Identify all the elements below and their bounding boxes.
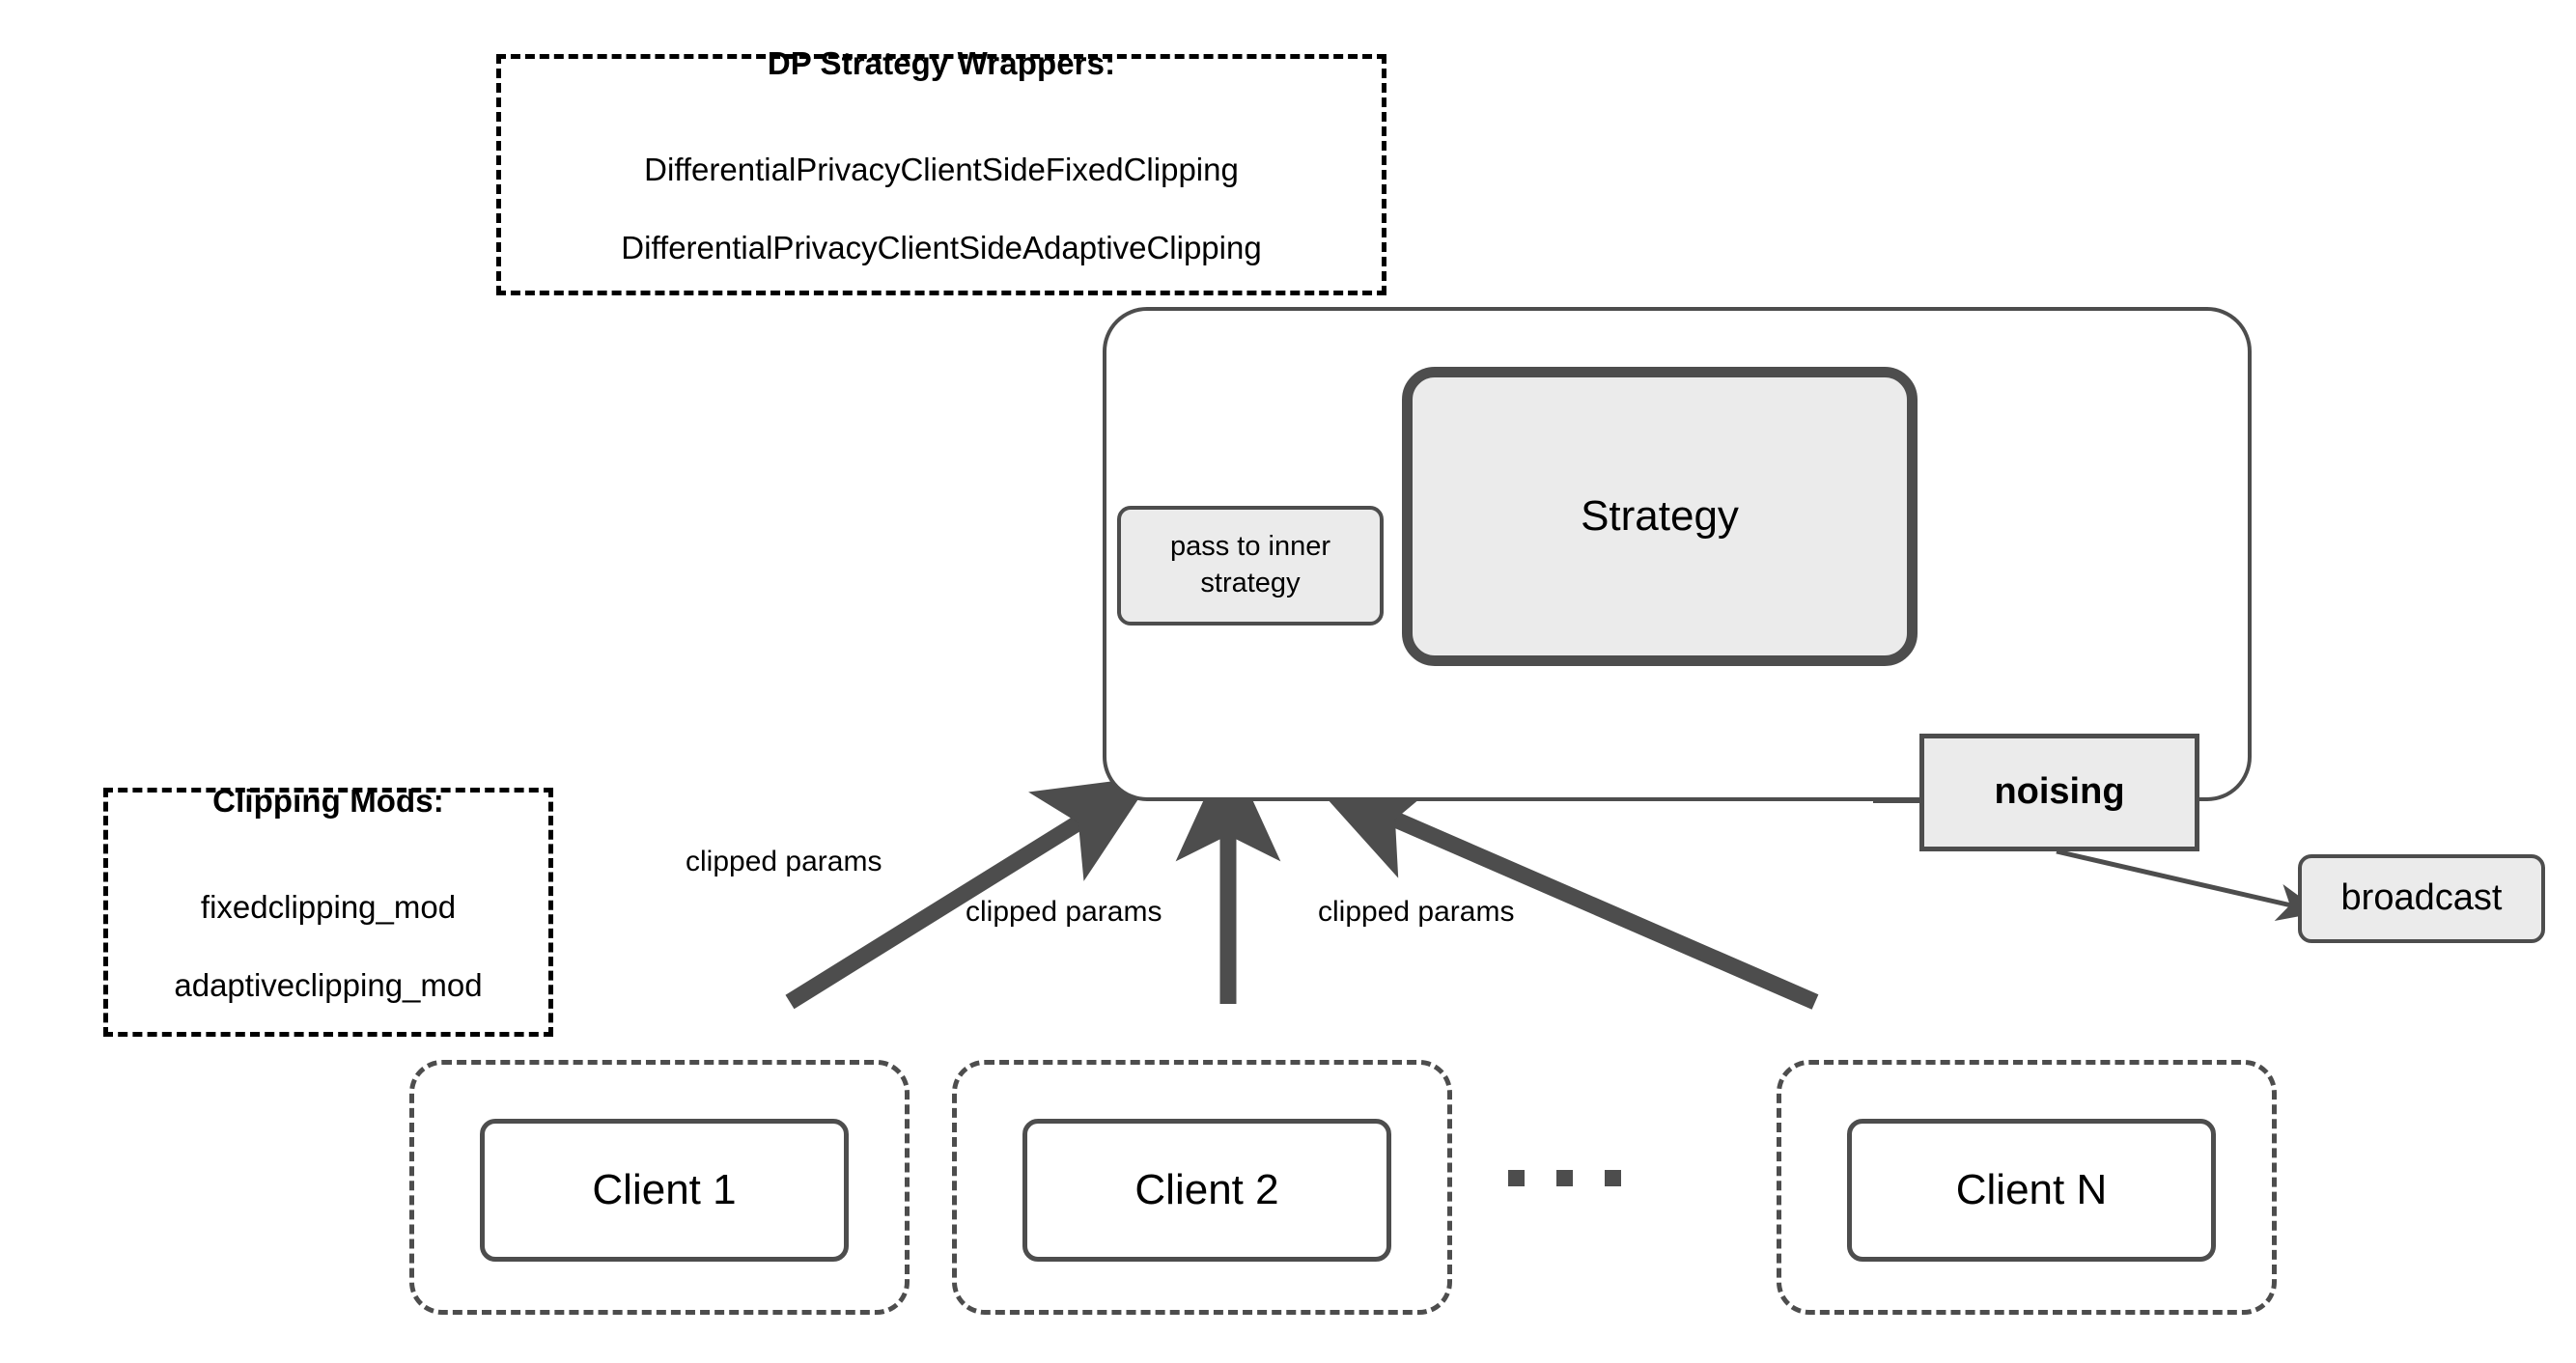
clipping-mod-item-adaptive: adaptiveclipping_mod bbox=[174, 966, 483, 1003]
edge-noising-to-broadcast bbox=[2056, 848, 2321, 921]
strategy-node[interactable]: Strategy bbox=[1402, 367, 1918, 666]
client-node-n[interactable]: Client N bbox=[1847, 1119, 2216, 1262]
client-node-2[interactable]: Client 2 bbox=[1022, 1119, 1391, 1262]
ellipsis-dot-1 bbox=[1508, 1170, 1525, 1186]
dp-wrapper-item-adaptive: DifferentialPrivacyClientSideAdaptiveCli… bbox=[621, 229, 1262, 265]
dp-strategy-wrappers-title: DP Strategy Wrappers: bbox=[767, 44, 1116, 81]
clipping-mod-item-fixed: fixedclipping_mod bbox=[200, 889, 457, 926]
client-label-1: Client 1 bbox=[592, 1165, 737, 1213]
broadcast-node[interactable]: broadcast bbox=[2298, 854, 2545, 943]
edge-label-clipped-params-2: clipped params bbox=[966, 896, 1162, 928]
edge-label-clipped-params-3: clipped params bbox=[1318, 896, 1515, 928]
clipping-mods-panel: Clipping Mods: fixedclipping_mod adaptiv… bbox=[103, 783, 553, 1037]
client-group-2: Client 2 bbox=[952, 1060, 1452, 1315]
client-group-1: Client 1 bbox=[409, 1060, 910, 1315]
dp-strategy-wrappers-list: DifferentialPrivacyClientSideFixedClippi… bbox=[621, 112, 1261, 306]
pass-to-inner-strategy-node[interactable]: pass to inner strategy bbox=[1117, 506, 1384, 626]
ellipsis-dot-2 bbox=[1556, 1170, 1573, 1186]
dp-wrapper-item-fixed: DifferentialPrivacyClientSideFixedClippi… bbox=[644, 152, 1239, 188]
client-node-1[interactable]: Client 1 bbox=[480, 1119, 849, 1262]
strategy-label: Strategy bbox=[1581, 491, 1739, 540]
noising-node[interactable]: noising bbox=[1919, 734, 2199, 851]
pass-to-inner-strategy-label: pass to inner strategy bbox=[1169, 531, 1331, 598]
clipping-mods-list: fixedclipping_mod adaptiveclipping_mod bbox=[174, 849, 482, 1043]
clipping-mods-title: Clipping Mods: bbox=[212, 782, 444, 819]
client-group-n: Client N bbox=[1777, 1060, 2277, 1315]
client-label-n: Client N bbox=[1955, 1165, 2108, 1213]
ellipsis-dot-3 bbox=[1605, 1170, 1621, 1186]
edge-label-clipped-params-1: clipped params bbox=[686, 846, 882, 877]
noising-label: noising bbox=[1994, 771, 2125, 813]
dp-strategy-wrappers-panel: DP Strategy Wrappers: DifferentialPrivac… bbox=[496, 45, 1386, 295]
client-label-2: Client 2 bbox=[1134, 1165, 1279, 1213]
clients-ellipsis bbox=[1508, 1170, 1621, 1186]
broadcast-label: broadcast bbox=[2340, 877, 2503, 919]
